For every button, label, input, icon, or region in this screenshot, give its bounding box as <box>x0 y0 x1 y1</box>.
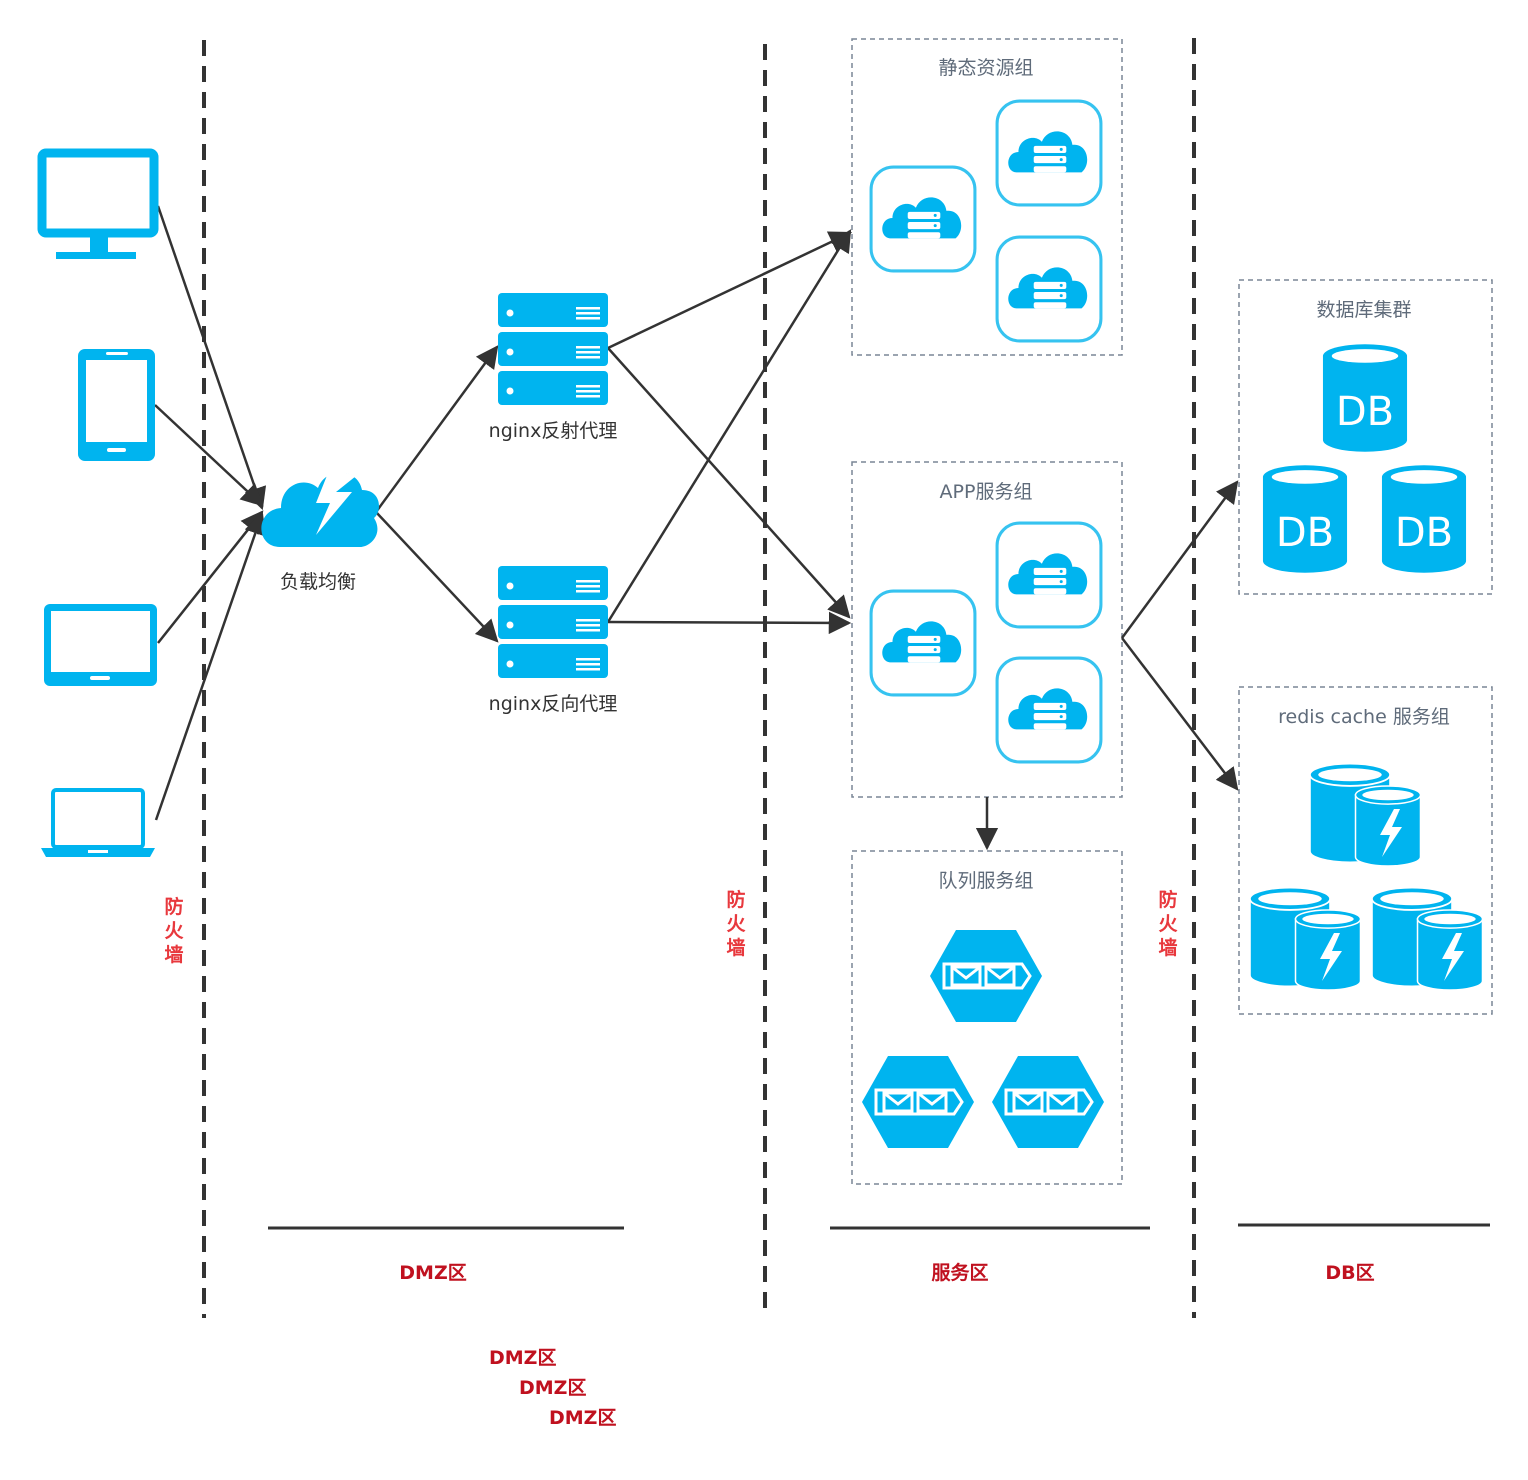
message-queue-icon <box>992 1056 1104 1148</box>
cloud-lightning-icon <box>261 468 379 547</box>
load-balancer-label: 负载均衡 <box>279 571 357 593</box>
cloud-server-icon <box>869 165 977 273</box>
cloud-server-icon <box>995 656 1103 764</box>
edge-nginx2-to-static <box>606 229 852 623</box>
edge-app-to-db <box>1120 480 1239 639</box>
firewall-label-2: 防火墙 <box>726 889 746 959</box>
db-text: DB <box>1276 510 1334 556</box>
server-unit-icon <box>498 566 608 600</box>
edge-nginx1-to-static <box>607 231 853 350</box>
server-unit-icon <box>498 605 608 639</box>
db-text: DB <box>1395 510 1453 556</box>
server-unit-icon <box>498 332 608 366</box>
laptop-icon <box>41 788 155 857</box>
edge-lb-to-nginx2 <box>375 511 499 643</box>
cache-database-icon <box>1308 762 1422 867</box>
edge-phone-to-lb <box>154 404 264 507</box>
lightning-icon <box>1320 933 1342 981</box>
queue-service-group-box <box>851 850 1123 1185</box>
tablet-icon <box>44 604 157 686</box>
redis-cache-group-box <box>1238 686 1493 1015</box>
db-text: DB <box>1336 389 1394 435</box>
edge-nginx1-to-app <box>607 347 851 619</box>
zone-label-service: 服务区 <box>931 1262 989 1284</box>
edge-desktop-to-lb <box>156 205 267 511</box>
database-cluster-icons: DB DB DB <box>1262 344 1467 573</box>
message-queue-icon <box>862 1056 974 1148</box>
nginx-server-stack-2 <box>498 566 608 678</box>
nginx-reflect-proxy-label: nginx反射代理 <box>488 420 618 442</box>
static-group-title: 静态资源组 <box>938 57 1034 79</box>
desktop-monitor-icon <box>37 148 159 259</box>
database-icon: DB <box>1322 344 1408 452</box>
database-cluster-title: 数据库集群 <box>1316 299 1412 321</box>
firewall-label-1: 防火墙 <box>164 896 184 966</box>
cloud-server-icon <box>869 589 977 697</box>
database-cluster-box <box>1238 279 1493 595</box>
cloud-server-icon <box>995 235 1103 343</box>
zone-label-dmz: DMZ区 <box>399 1262 467 1284</box>
database-icon: DB <box>1262 465 1348 573</box>
edge-tablet-to-lb <box>157 510 264 644</box>
static-resource-group-box <box>851 38 1123 356</box>
message-queue-icon <box>930 930 1042 1022</box>
server-unit-icon <box>498 371 608 405</box>
queue-group-title: 队列服务组 <box>938 870 1034 892</box>
stray-zone-label-3: DMZ区 <box>549 1407 617 1429</box>
server-unit-icon <box>498 293 608 327</box>
lightning-icon <box>1380 809 1402 857</box>
cloud-server-icon <box>995 99 1103 207</box>
edge-laptop-to-lb <box>154 511 267 821</box>
cloud-server-icon <box>995 521 1103 629</box>
edge-nginx2-to-app <box>607 611 852 635</box>
stray-zone-label-1: DMZ区 <box>489 1347 557 1369</box>
database-icon: DB <box>1381 465 1467 573</box>
smartphone-icon <box>78 349 155 461</box>
server-unit-icon <box>498 644 608 678</box>
zone-label-db: DB区 <box>1325 1262 1375 1284</box>
redis-group-title: redis cache 服务组 <box>1278 706 1450 728</box>
lightning-icon <box>1442 933 1464 981</box>
edge-app-to-redis <box>1121 637 1239 791</box>
firewall-label-3: 防火墙 <box>1158 889 1178 959</box>
cache-database-icon <box>1370 886 1484 991</box>
stray-zone-label-2: DMZ区 <box>519 1377 587 1399</box>
app-group-title: APP服务组 <box>939 481 1033 503</box>
nginx-reverse-proxy-label: nginx反向代理 <box>488 693 618 715</box>
cache-database-icon <box>1248 886 1362 991</box>
edge-lb-to-nginx1 <box>374 345 499 513</box>
nginx-server-stack-1 <box>498 293 608 405</box>
